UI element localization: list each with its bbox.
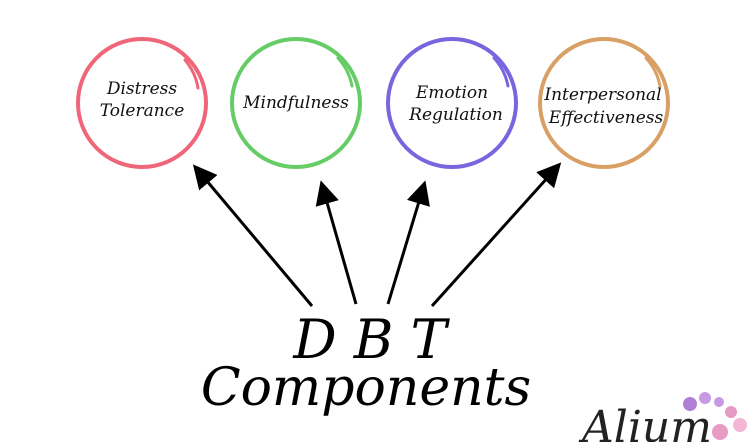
watermark-dot (712, 424, 728, 440)
component-label-line1: Mindfulness (242, 93, 349, 113)
component-label-line1: Distress (106, 79, 178, 99)
watermark-dot (733, 418, 747, 432)
component-label-line1: Interpersonal (543, 85, 661, 105)
component-circle-stroke-tail (644, 56, 662, 88)
watermark-dot (725, 406, 737, 418)
title-line1: D B T (292, 308, 450, 371)
component-circle-stroke-tail (492, 56, 510, 88)
arrow-to-emotion-regulation (386, 180, 430, 305)
component-label-line1: Emotion (415, 83, 488, 103)
component-mindfulness: Mindfulness (230, 37, 362, 169)
arrow-to-distress-tolerance (192, 164, 314, 307)
component-distress-tolerance: Distress Tolerance (76, 37, 208, 169)
component-circle-stroke-tail (183, 58, 200, 90)
component-label-line2: Regulation (408, 105, 503, 125)
watermark-dot (683, 397, 697, 411)
component-emotion-regulation: Emotion Regulation (386, 37, 518, 169)
component-label-line2: Tolerance (100, 101, 185, 121)
arrow-to-interpersonal-effectiveness (430, 162, 562, 308)
component-circle (76, 37, 208, 169)
watermark-logo: Alium (578, 392, 747, 442)
arrows (192, 162, 562, 308)
component-interpersonal-effectiveness: Interpersonal Effectiveness (538, 37, 670, 169)
watermark-dot (699, 392, 711, 404)
component-circle (386, 37, 518, 169)
component-circle-stroke-tail (336, 56, 354, 88)
component-circle (230, 37, 362, 169)
component-circle (538, 37, 670, 169)
title-line2: Components (201, 358, 531, 418)
arrow-to-mindfulness (315, 180, 358, 305)
component-label-line2: Effectiveness (548, 108, 664, 128)
watermark-dot (714, 397, 724, 407)
